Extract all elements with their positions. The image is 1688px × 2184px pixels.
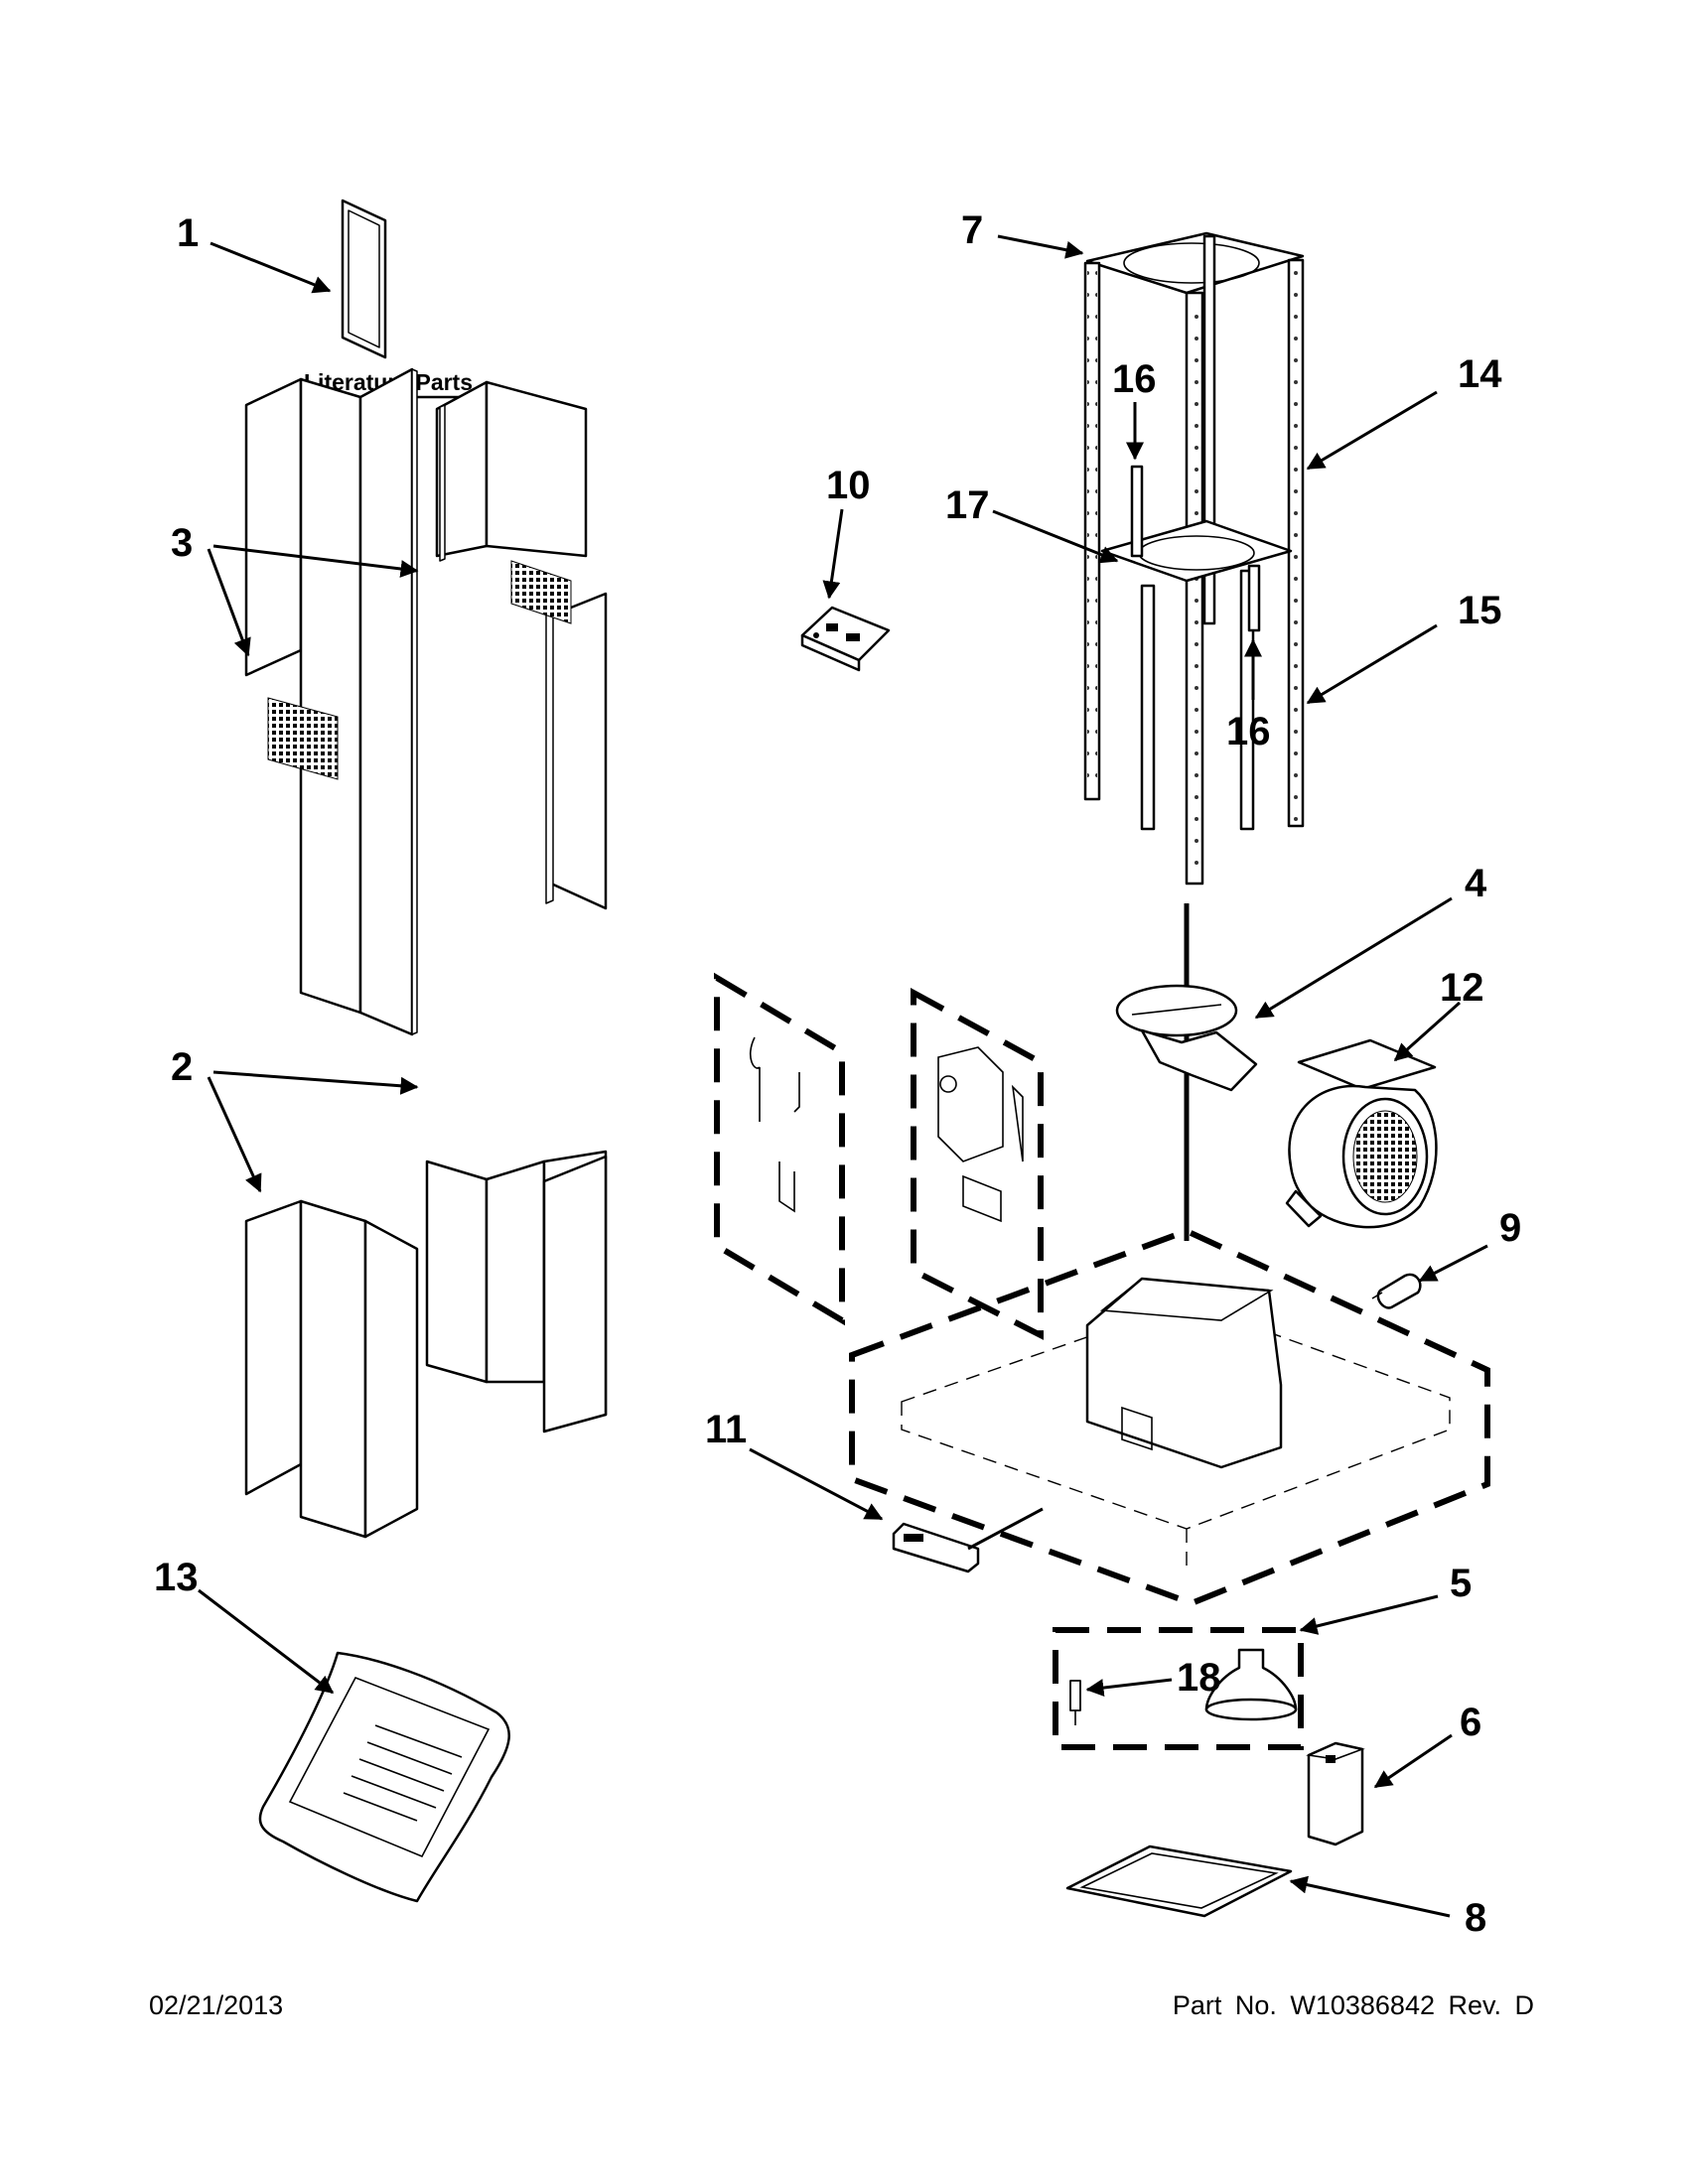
footer-part-number: Part No. W10386842 Rev. D <box>1172 1990 1534 2020</box>
damper-transition <box>1115 896 1453 1092</box>
instruction-sheet <box>198 1588 510 1903</box>
light-socket-assembly <box>1053 1594 1439 1750</box>
callout-15: 15 <box>1458 589 1502 632</box>
blower-assembly <box>1285 1001 1461 1229</box>
capacitor <box>1371 1244 1488 1309</box>
upper-duct-cover-front <box>244 367 418 1036</box>
callout-9: 9 <box>1499 1206 1521 1250</box>
callout-7: 7 <box>961 208 983 252</box>
callout-10: 10 <box>826 464 871 507</box>
callout-8: 8 <box>1465 1896 1486 1940</box>
callout-16-bottom: 16 <box>1226 710 1271 753</box>
grease-filter <box>1065 1844 1451 1918</box>
light-switch <box>749 1447 1044 1573</box>
callout-13: 13 <box>154 1556 199 1599</box>
callout-4: 4 <box>1465 862 1487 905</box>
upper-duct-cover-back <box>435 380 608 910</box>
callout-11: 11 <box>705 1408 747 1451</box>
footer-date: 02/21/2013 <box>149 1990 284 2020</box>
callout-6: 6 <box>1460 1701 1481 1744</box>
callout-5: 5 <box>1450 1562 1472 1605</box>
wiring-harness-box-left <box>714 972 845 1326</box>
wiring-harness-box-center <box>911 987 1044 1340</box>
callout-1: 1 <box>177 211 199 255</box>
callout-12: 12 <box>1440 966 1484 1010</box>
callout-14: 14 <box>1458 352 1502 396</box>
control-board <box>800 508 891 672</box>
callout-18: 18 <box>1177 1656 1221 1700</box>
hood-body <box>849 1227 1490 1607</box>
charcoal-filter <box>1306 1733 1453 1846</box>
literature-booklet <box>210 199 387 359</box>
callout-17: 17 <box>945 483 990 527</box>
lower-duct-cover-front <box>244 1199 419 1539</box>
lower-duct-cover-back <box>425 1150 608 1433</box>
support-frame-assembly <box>1083 231 1305 886</box>
callout-16-top: 16 <box>1112 357 1157 401</box>
callout-2: 2 <box>171 1045 193 1089</box>
callout-3: 3 <box>171 521 193 565</box>
